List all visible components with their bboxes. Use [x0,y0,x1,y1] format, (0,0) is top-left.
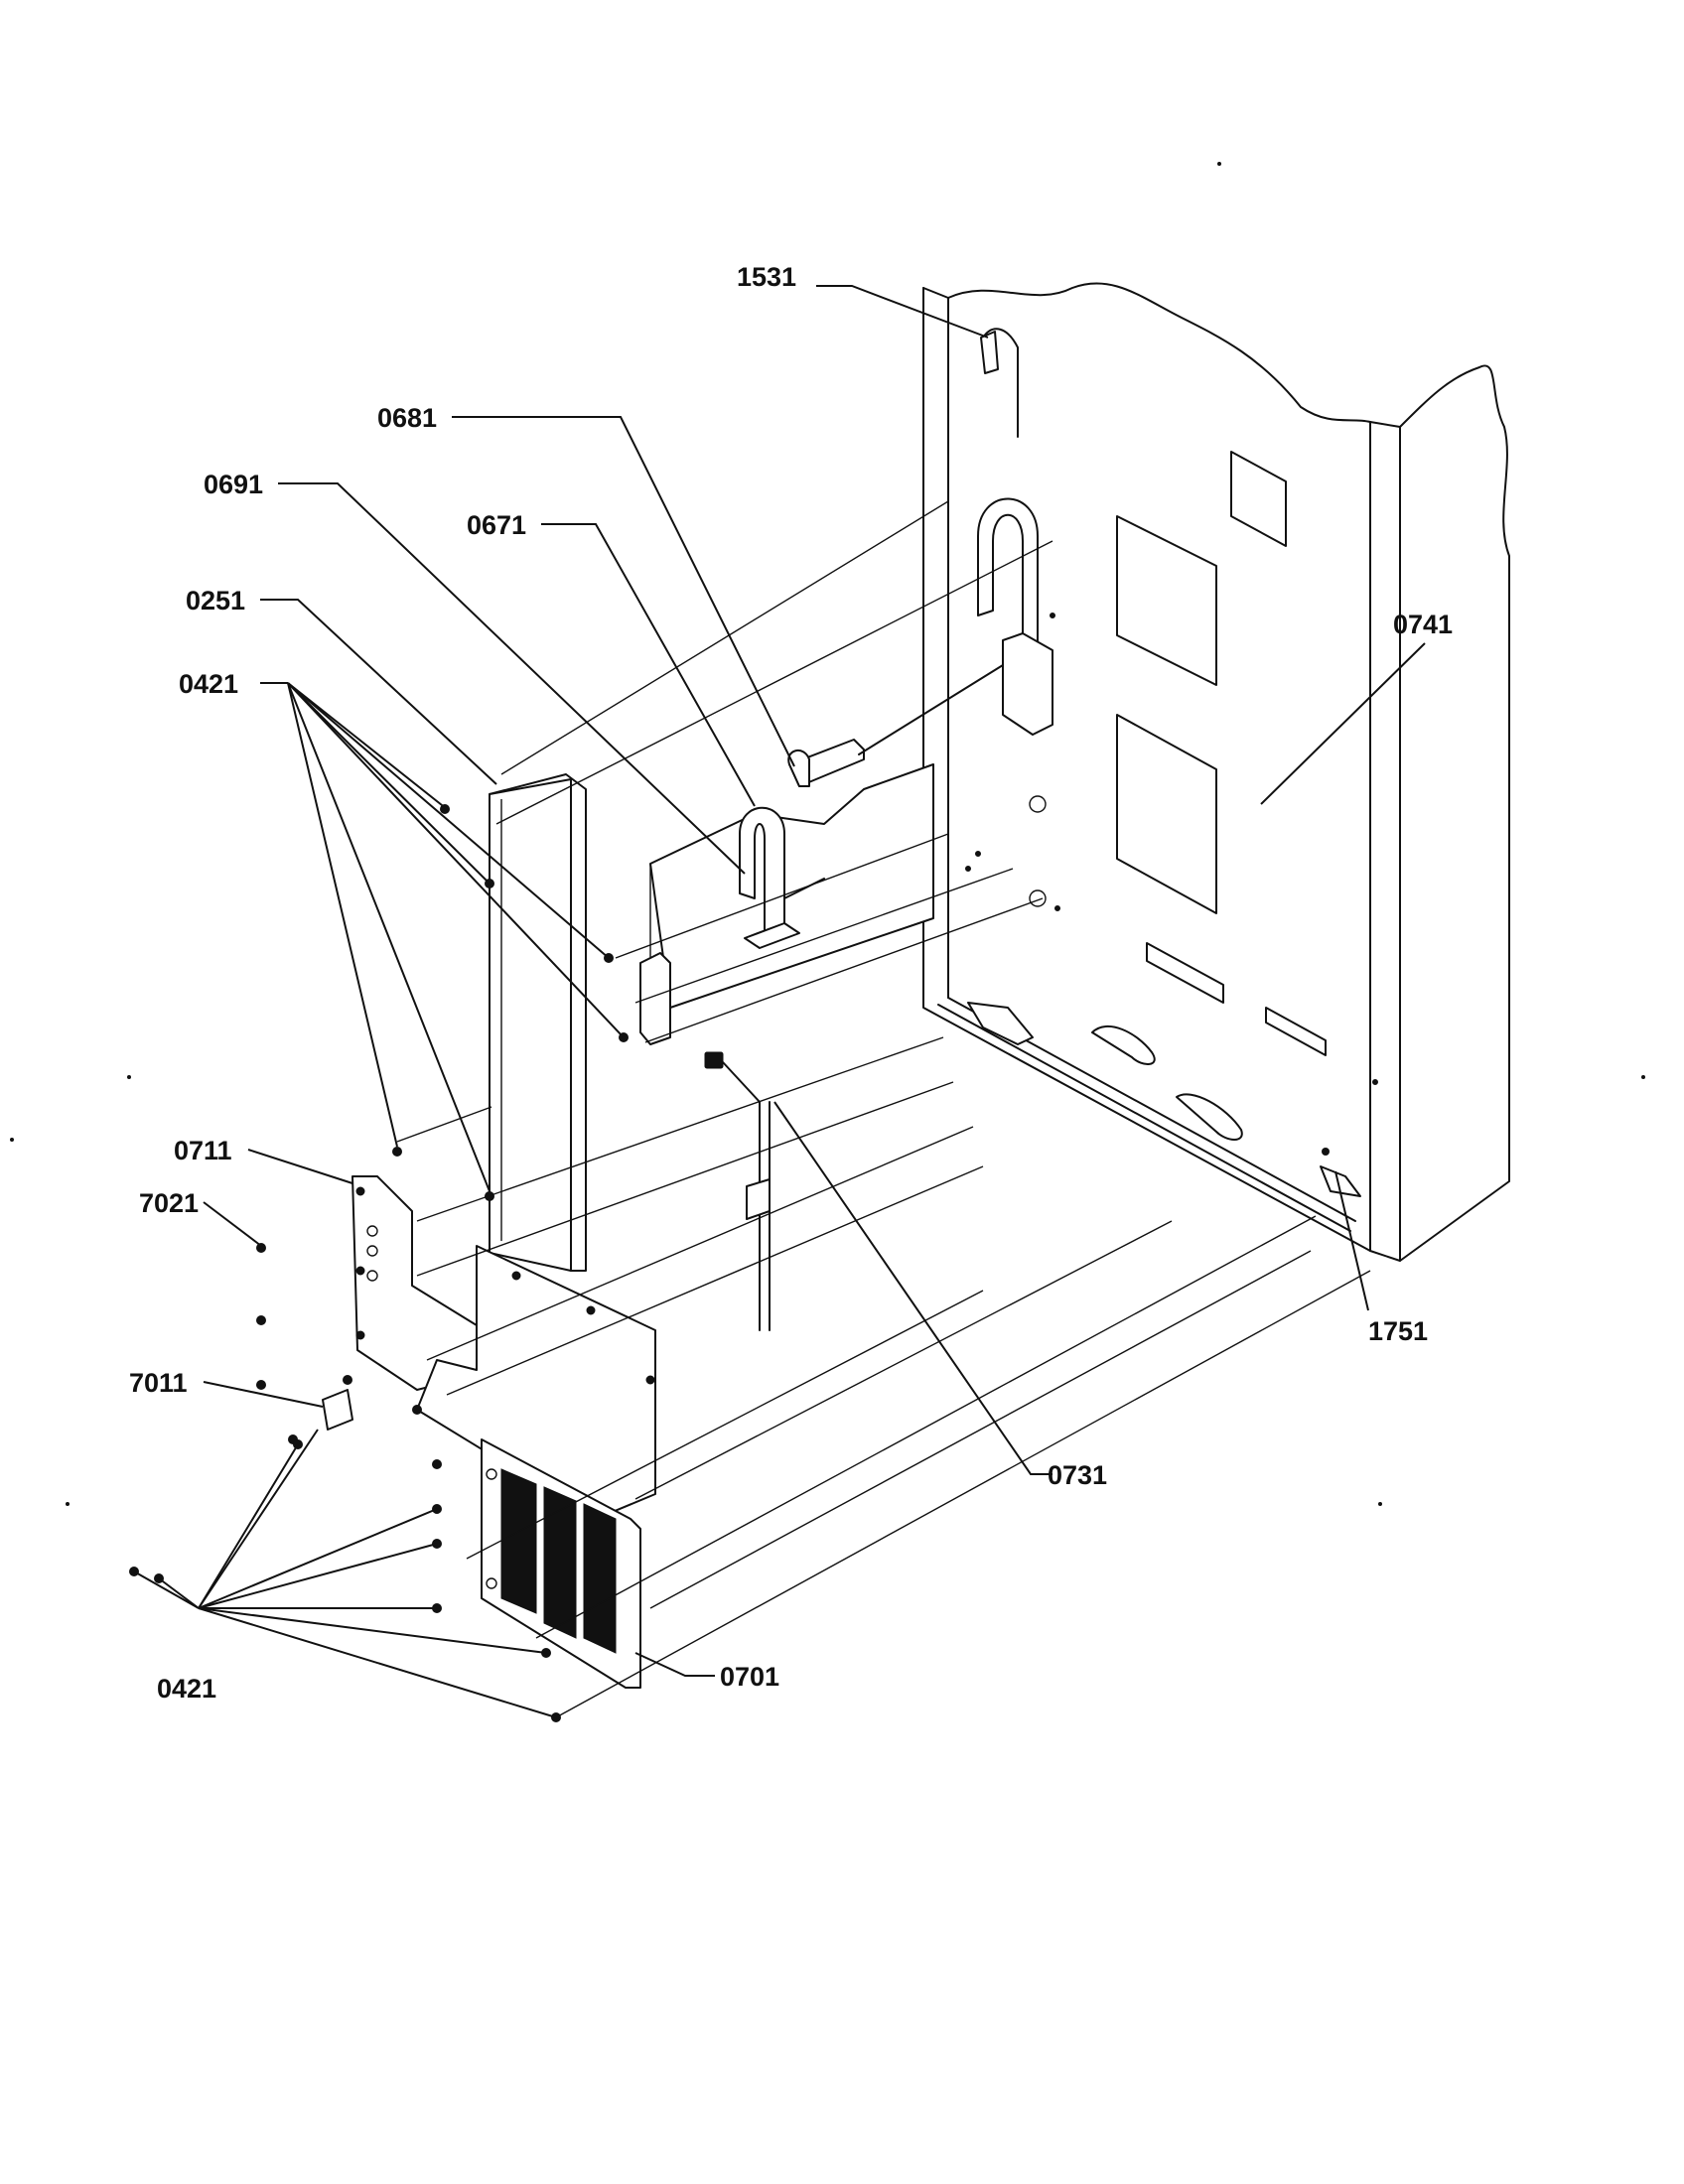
label-7011: 7011 [129,1368,188,1398]
connector-block [639,952,724,1069]
label-0421-top: 0421 [179,669,238,699]
leader-lines [133,285,1426,1718]
label-1751: 1751 [1368,1316,1428,1346]
label-0731: 0731 [1048,1460,1107,1490]
label-0671: 0671 [467,510,526,540]
part-0251-duct [489,773,587,1272]
label-0691: 0691 [204,470,263,499]
label-0421-bottom: 0421 [157,1674,216,1704]
part-0731-wire [722,1061,771,1331]
callout-labels: 1531 0681 0691 0671 0251 0421 0741 0711 … [129,262,1453,1704]
part-7011-clip [322,1389,353,1431]
guide-lines [396,500,1371,1718]
label-0251: 0251 [186,586,245,615]
part-0691-hose [739,806,825,949]
specks [10,162,1645,1506]
part-0711-bracket [351,1175,478,1391]
part-1531-wire [980,328,1019,438]
part-0681-plug [787,664,1004,787]
part-0671-panel [649,763,934,1009]
label-0701: 0701 [720,1662,779,1692]
part-0701-grille [481,1438,641,1689]
label-0741: 0741 [1393,610,1453,639]
label-7021: 7021 [139,1188,199,1218]
label-0681: 0681 [377,403,437,433]
label-1531: 1531 [737,262,796,292]
cabinet-housing [922,282,1510,1262]
label-0711: 0711 [174,1136,232,1165]
